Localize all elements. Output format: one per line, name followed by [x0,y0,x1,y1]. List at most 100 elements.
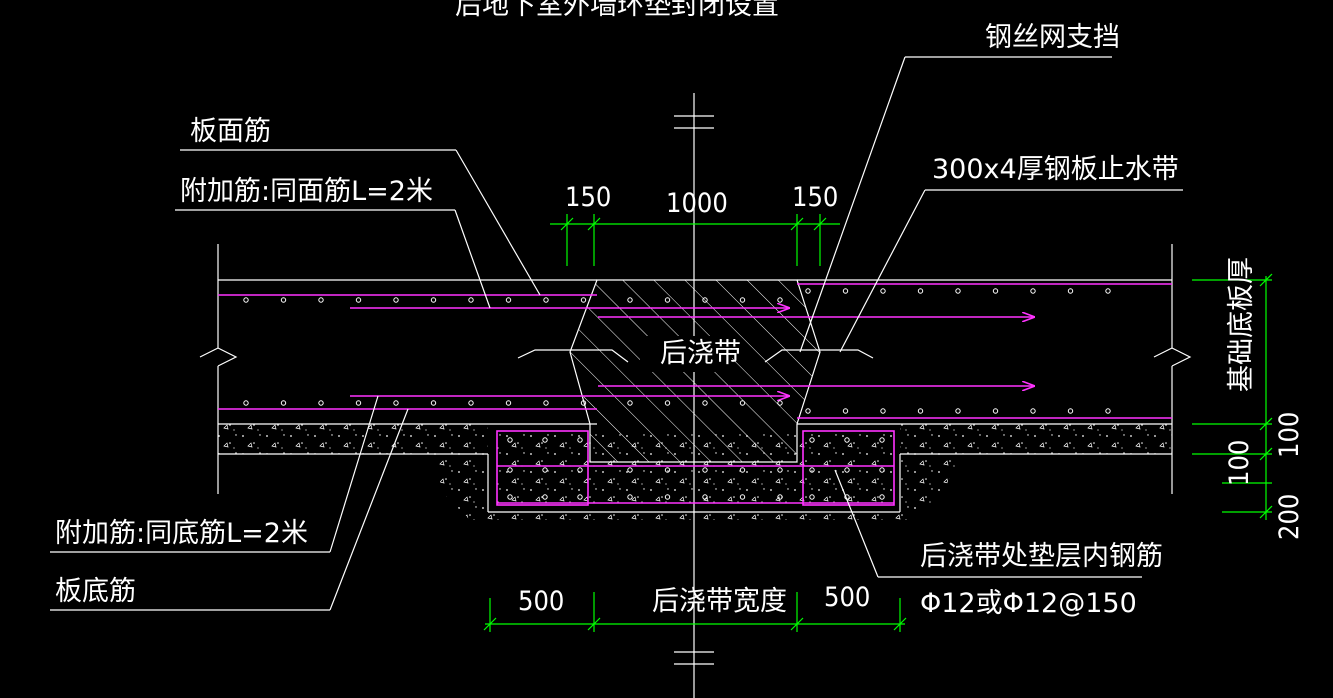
rebar-dot [664,494,671,500]
rebar-dot [805,408,811,414]
rebar-dot [879,467,885,473]
rebar-dot [702,297,708,303]
rebar-dot [842,408,849,414]
rebar-dot [507,437,513,443]
rebar-dot [243,297,249,303]
band-width-label: 后浇带宽度 [652,586,787,617]
rebar-dot [992,408,999,414]
rebar-dot [1105,288,1111,294]
bottom-dimension [483,592,907,632]
rebar-dot [577,437,583,443]
rebar-dot [664,400,671,406]
rebar-dot [809,494,815,500]
rebar-dot [507,494,513,500]
rebar-dot [809,437,815,443]
rebar-dot [1067,408,1074,414]
rebar-dot [580,297,587,303]
rebar-dot [702,494,708,500]
rebar-dot [1030,408,1036,414]
rebar-dot [468,400,474,406]
rebar-dot [393,297,399,303]
band-label: 后浇带 [660,338,741,369]
rebar-dot [627,494,633,500]
top-dimension [550,214,840,266]
rebar-dot [809,467,815,473]
slab-thickness-label: 基础底板厚 [1226,257,1257,392]
rebar-dot [507,467,513,473]
rebar-dot [880,408,886,414]
water-stop-label: 300x4厚钢板止水带 [932,154,1179,185]
rebar-dot [542,494,548,500]
rebar-dot [805,288,811,294]
leader-lines [50,56,1183,611]
right-dimension [1192,273,1273,520]
rebar-dot [1067,288,1074,294]
rebar-dot [627,400,633,406]
rebar-dot [917,408,924,414]
rebar-dot [777,400,783,406]
extra-bottom-rebar-label: 附加筋:同底筋L=2米 [55,518,308,549]
rebar-dot [542,467,548,473]
rebar-dot [879,437,885,443]
rebar-dot [702,400,708,406]
rebar-dot [955,408,961,414]
rebar-dot [739,467,746,473]
rebar-dot [702,467,708,473]
dim-bottom-right: 500 [824,582,870,613]
rebar-dot [430,400,437,406]
rebar-dot [955,288,961,294]
rebar-dot [1105,408,1111,414]
rebar-lines [218,283,1172,506]
rebar-dot [844,437,850,443]
top-rebar-label: 板面筋 [190,116,271,147]
rebar-dot [777,297,783,303]
rebar-dot [243,400,249,406]
rebar-dot [880,288,886,294]
rebar-dot [580,400,587,406]
bottom-rebar-label: 板底筋 [55,576,136,607]
water-stop-plate [517,349,874,363]
rebar-dot [627,297,633,303]
drawing-title: 后地下室外墙环垫封闭设置 [455,0,779,21]
rebar-dots [243,288,1111,500]
rebar-dot [1030,288,1036,294]
rebar-dot [468,297,474,303]
dim-top-right: 150 [792,182,838,213]
rebar-dot [577,467,583,473]
rebar-dot [543,400,549,406]
extra-top-rebar-label: 附加筋:同面筋L=2米 [180,176,433,207]
rebar-dot [577,494,583,500]
dim-bottom-left: 500 [518,586,564,617]
dim-right-b: 100 [1224,440,1255,486]
wire-mesh-label: 钢丝网支挡 [985,22,1120,53]
rebar-dot [664,467,671,473]
rebar-dot [739,494,746,500]
rebar-dot [879,494,885,500]
cushion-rebar-label: 后浇带处垫层内钢筋 [920,541,1163,572]
rebar-dot [739,400,746,406]
rebar-dot [844,467,850,473]
rebar-dot [318,297,324,303]
rebar-dot [355,400,362,406]
rebar-dot [917,288,924,294]
cushion-layer [218,424,1172,520]
dim-top-left: 150 [565,182,611,213]
rebar-dot [842,288,849,294]
dim-right-a: 100 [1274,412,1305,458]
rebar-dot [739,297,746,303]
rebar-dot [992,288,999,294]
rebar-dot [393,400,399,406]
rebar-dot [318,400,324,406]
cushion-rebar-spec: Φ12或Φ12@150 [920,588,1137,619]
rebar-dot [777,467,783,473]
rebar-dot [505,297,512,303]
dim-right-c: 200 [1274,494,1305,540]
rebar-dot [543,297,549,303]
rebar-dot [664,297,671,303]
rebar-dot [280,297,287,303]
rebar-dot [542,437,548,443]
rebar-dot [430,297,437,303]
rebar-dot [627,467,633,473]
rebar-dot [280,400,287,406]
